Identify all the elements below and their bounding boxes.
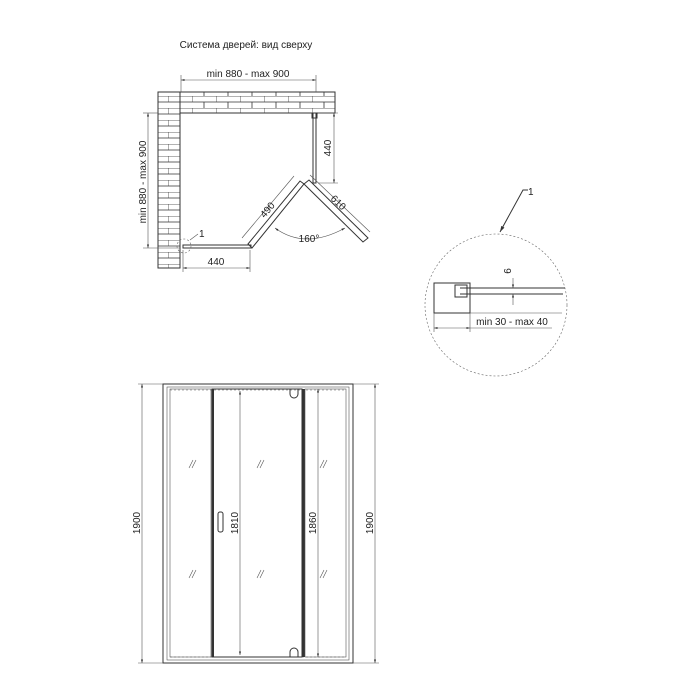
right-height-dim: 1900 (365, 511, 376, 534)
right-fixed-panel (312, 112, 317, 184)
profile-dim: min 30 - max 40 (476, 317, 548, 328)
left-fixed-glass (169, 388, 212, 658)
outer-frame (162, 383, 354, 664)
hinge-profile (302, 389, 305, 657)
detail-view: 1 6 min 30 - max 40 (424, 187, 568, 377)
panel-height-dim: 1860 (308, 511, 319, 534)
front-view: 1900 1900 1810 1860 (132, 383, 379, 664)
right-fixed-glass (304, 388, 347, 658)
fixed-right-dim: 440 (323, 139, 334, 156)
top-view: Система дверей: вид сверху min 880 - max… (138, 40, 371, 272)
hinge-top (289, 389, 299, 399)
back-wall (157, 91, 336, 114)
hinge-bottom (289, 647, 299, 657)
door-handle[interactable] (217, 511, 224, 533)
width-dim: min 880 - max 900 (207, 69, 290, 80)
detail-marker: 1 (199, 229, 205, 240)
detail-label: 1 (528, 187, 534, 198)
left-height-dim: 1900 (132, 511, 143, 534)
glass-hatch (188, 459, 328, 579)
door-left-dim: 490 (259, 200, 278, 220)
fixed-left-dim: 440 (208, 257, 225, 268)
door-panel-right (303, 179, 369, 243)
door-panel (211, 388, 303, 658)
left-fixed-panel (182, 244, 252, 249)
depth-dim: min 880 - max 900 (138, 140, 149, 223)
top-view-title: Система дверей: вид сверху (180, 40, 313, 51)
angle-label: 160° (299, 234, 320, 245)
glass-dim: 6 (503, 268, 514, 274)
wall-profile (433, 282, 471, 314)
side-wall (157, 91, 181, 269)
door-height-dim: 1810 (230, 511, 241, 534)
